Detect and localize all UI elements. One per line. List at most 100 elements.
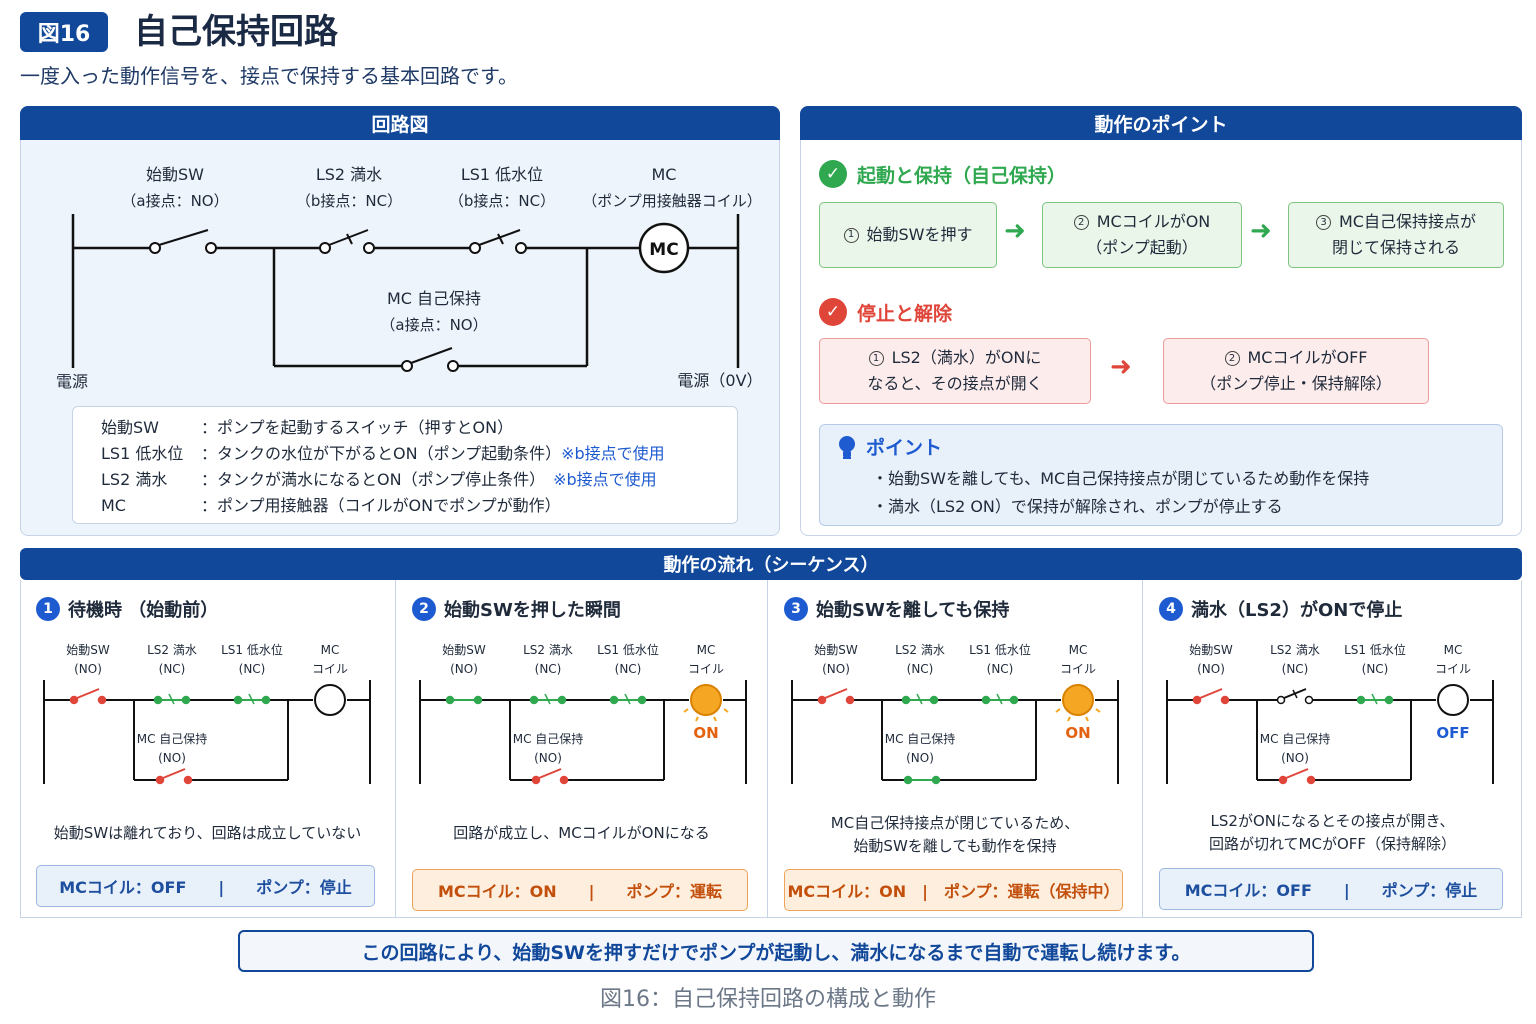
legend-row: 始動SW ：ポンプを起動するスイッチ（押すとON） xyxy=(101,415,513,441)
legend-desc: ：タンクの水位が下がるとON（ポンプ起動条件） xyxy=(201,444,562,463)
mini-label-ls2: LS2 満水 xyxy=(147,643,197,657)
mini-label-mc-sub: コイル xyxy=(688,662,724,676)
mini-coil xyxy=(1437,684,1469,716)
mini-contact-ls1 xyxy=(1371,693,1378,705)
mini-label-ls2: LS2 満水 xyxy=(895,643,945,657)
mini-contact-hold xyxy=(538,768,562,779)
mini-label-sw: 始動SW xyxy=(442,643,486,657)
point-line: ・満水（LS2 ON）で保持が解除され、ポンプが停止する xyxy=(872,497,1283,516)
mini-label-sw: 始動SW xyxy=(814,643,858,657)
mini-label-sw: 始動SW xyxy=(1189,643,1233,657)
stop-section-title: ✓停止と解除 xyxy=(819,298,952,326)
mini-contact-sw xyxy=(845,695,855,705)
mini-label-hold-sub: (NO) xyxy=(534,751,562,765)
mini-contact-sw xyxy=(76,688,100,699)
ls2-contact-symbol xyxy=(319,229,375,254)
mini-contact-hold xyxy=(162,768,186,779)
sequence-step-status: MCコイル：OFF | ポンプ：停止 xyxy=(1159,868,1503,910)
legend-note: ※b接点で使用 xyxy=(561,444,665,463)
mini-coil-glow xyxy=(683,708,689,713)
circuit-diagram: MC 始動SW （a接点：NO） LS2 満水 （b接点：NC） LS1 低水位… xyxy=(56,165,763,391)
step-number-badge: 3 xyxy=(784,597,808,621)
mini-label-ls1: LS1 低水位 xyxy=(597,642,659,657)
mini-contact-sw xyxy=(69,695,79,705)
figure-caption: 図16：自己保持回路の構成と動作 xyxy=(600,987,936,1012)
legend-note: ※b接点で使用 xyxy=(553,470,657,489)
legend-term: MC xyxy=(101,496,126,515)
check-icon: ✓ xyxy=(819,160,847,188)
ls1-contact-symbol xyxy=(469,229,527,254)
mini-contact-ls2 xyxy=(1276,695,1286,705)
mini-contact-sw xyxy=(97,695,107,705)
mini-contact-hold xyxy=(903,775,913,785)
mini-coil-glow xyxy=(723,708,729,713)
arrow-right-icon: ➜ xyxy=(1004,216,1026,246)
sequence-step-status: MCコイル：ON | ポンプ：運転（保持中） xyxy=(784,869,1123,911)
circuit-panel-title: 回路図 xyxy=(20,106,780,140)
mini-contact-ls1 xyxy=(261,695,271,705)
check-icon: ✓ xyxy=(819,298,847,326)
mini-label-ls2-sub: (NC) xyxy=(1282,662,1309,676)
mini-label-mc-sub: コイル xyxy=(1435,662,1471,676)
legend-term: LS2 満水 xyxy=(101,470,168,489)
legend-desc: ：ポンプを起動するスイッチ（押すとON） xyxy=(201,418,514,437)
label-mc-sub: （ポンプ用接触器コイル） xyxy=(582,192,762,210)
mini-label-mc: MC xyxy=(1069,643,1088,657)
mini-coil xyxy=(690,684,722,716)
arrow-right-icon: ➜ xyxy=(1250,216,1272,246)
lightbulb-icon xyxy=(839,435,855,459)
label-self-hold-sub: （a接点：NO） xyxy=(380,316,487,334)
mini-contact-sw xyxy=(473,695,483,705)
mini-coil-glow xyxy=(1055,708,1061,713)
point-title: ポイント xyxy=(836,433,942,460)
mini-label-sw-sub: (NO) xyxy=(74,662,102,676)
mini-contact-ls1 xyxy=(1384,695,1394,705)
label-start-sw: 始動SW xyxy=(146,165,204,184)
page-title: 自己保持回路 xyxy=(134,12,338,52)
legend-term: 始動SW xyxy=(101,418,159,437)
legend-row: MC ：ポンプ用接触器（コイルがONでポンプが動作） xyxy=(101,493,561,519)
mini-coil-glow xyxy=(1095,708,1101,713)
mini-coil-state: ON xyxy=(693,724,718,742)
start-section-title: ✓起動と保持（自己保持） xyxy=(819,160,1066,188)
label-mc: MC xyxy=(652,165,677,184)
summary-banner: この回路により、始動SWを押すだけでポンプが起動し、満水になるまで自動で運転し続… xyxy=(238,930,1314,972)
step-number-badge: 1 xyxy=(36,597,60,621)
mini-contact-ls2 xyxy=(901,695,911,705)
mini-contact-ls2 xyxy=(168,693,175,705)
page-subtitle: 一度入った動作信号を、接点で保持する基本回路です。 xyxy=(20,64,518,88)
legend-desc: ：ポンプ用接触器（コイルがONでポンプが動作） xyxy=(201,496,561,515)
mini-label-mc-sub: コイル xyxy=(1060,662,1096,676)
mini-contact-sw xyxy=(817,695,827,705)
mini-contact-ls2 xyxy=(929,695,939,705)
point-box: ポイント ・始動SWを離しても、MC自己保持接点が閉じているため動作を保持 ・満… xyxy=(819,424,1503,526)
mini-circuit: 始動SW(NO)LS2 満水(NC)LS1 低水位(NC)MCコイルOFFMC … xyxy=(1166,642,1494,785)
mini-coil xyxy=(1062,684,1094,716)
label-self-hold: MC 自己保持 xyxy=(387,289,481,308)
mini-label-ls1-sub: (NC) xyxy=(615,662,642,676)
mini-contact-ls1 xyxy=(1009,695,1019,705)
circuit-legend: 始動SW：ポンプを起動するスイッチ（押すとON） LS1 低水位：タンクの水位が… xyxy=(72,406,738,524)
mini-contact-ls1 xyxy=(624,693,631,705)
mini-label-hold-sub: (NO) xyxy=(1281,751,1309,765)
mini-contact-ls2 xyxy=(1304,695,1314,705)
action-panel-title: 動作のポイント xyxy=(800,106,1522,140)
mini-label-ls2-sub: (NC) xyxy=(907,662,934,676)
sequence-step-description: 始動SWは離れており、回路は成立していない xyxy=(53,824,362,842)
mc-coil-label: MC xyxy=(649,240,678,260)
mini-contact-sw xyxy=(445,695,455,705)
legend-desc: ：タンクが満水になるとON（ポンプ停止条件） xyxy=(201,470,538,489)
mini-label-ls2-sub: (NC) xyxy=(159,662,186,676)
mini-label-ls1-sub: (NC) xyxy=(239,662,266,676)
label-power-right: 電源（0V） xyxy=(677,371,762,390)
mini-label-ls1: LS1 低水位 xyxy=(221,642,283,657)
